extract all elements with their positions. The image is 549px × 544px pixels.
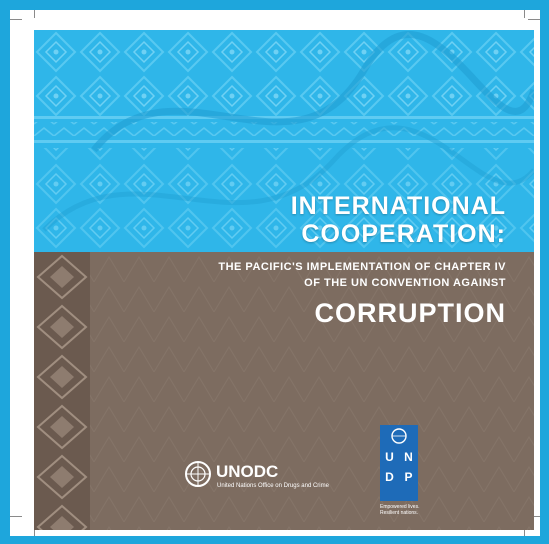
tribal-pattern-icon [34, 30, 534, 252]
subtitle-line-1: THE PACIFIC'S IMPLEMENTATION OF CHAPTER … [218, 261, 506, 273]
tapa-pattern-icon [90, 252, 534, 530]
earth-pattern-band [34, 252, 534, 530]
title-line-3: CORRUPTION [314, 298, 506, 328]
crop-mark [34, 528, 35, 536]
page-sheet: INTERNATIONAL COOPERATION: THE PACIFIC'S… [10, 10, 540, 536]
crop-mark [10, 516, 22, 517]
unodc-logo: UNODC United Nations Office on Drugs and… [184, 460, 364, 500]
undp-letter-p: P [404, 470, 413, 484]
crop-mark [528, 19, 540, 20]
undp-letter-u: U [385, 450, 394, 464]
left-diamond-pattern-icon [34, 252, 90, 530]
title-line-2: COOPERATION: [301, 220, 506, 248]
un-emblem-icon [185, 461, 211, 487]
crop-mark [524, 528, 525, 536]
title-line-1: INTERNATIONAL [290, 192, 506, 220]
undp-tagline: Empowered lives. Resilient nations. [380, 504, 420, 516]
undp-logo: U N D P Empowered lives. Resilient natio… [380, 425, 420, 525]
crop-mark [528, 516, 540, 517]
unodc-subtitle: United Nations Office on Drugs and Crime [217, 483, 329, 489]
undp-letter-n: N [404, 450, 413, 464]
cover-subtitle: THE PACIFIC'S IMPLEMENTATION OF CHAPTER … [218, 259, 506, 291]
un-wreath-icon [391, 428, 407, 444]
crop-mark [34, 10, 35, 18]
sky-pattern-band [34, 30, 534, 252]
left-pattern-strip [34, 252, 90, 530]
cover-title: INTERNATIONAL COOPERATION: [291, 192, 506, 248]
unodc-name: UNODC [216, 462, 279, 481]
undp-logo-box: U N D P [380, 425, 418, 501]
report-cover: INTERNATIONAL COOPERATION: THE PACIFIC'S… [34, 30, 534, 530]
crop-mark [10, 19, 22, 20]
crop-mark [524, 10, 525, 18]
undp-letter-d: D [385, 470, 394, 484]
subtitle-line-2: OF THE UN CONVENTION AGAINST [304, 277, 506, 289]
